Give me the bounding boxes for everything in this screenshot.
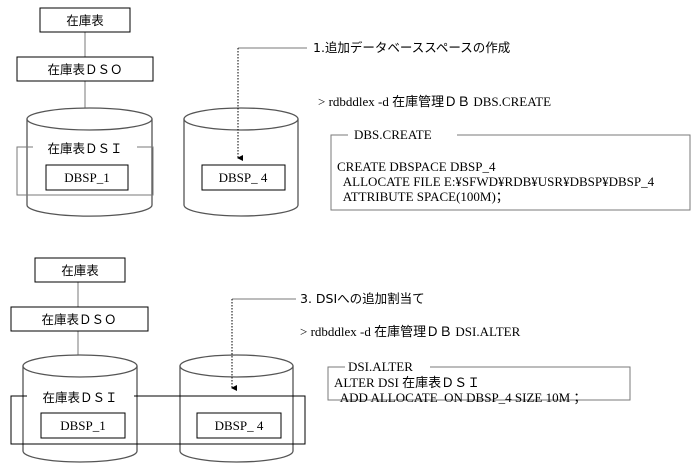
dsi-label: 在庫表ＤＳＩ [47,141,122,156]
step-label: 1.追加データベーススペースの作成 [313,40,510,55]
file-line: ATTRIBUTE SPACE(100M)； [337,189,509,205]
file-box-title: DSI.ALTER [348,359,413,374]
step-label: 3. DSIへの追加割当て [300,291,425,306]
dbspace-4-box [201,164,286,191]
database-cylinder-2 [183,107,299,217]
database-cylinder-2 [179,354,294,463]
table-box [34,257,126,283]
dbspace-1-box [40,412,126,439]
dso-box [10,306,149,332]
dsi-label: 在庫表ＤＳＩ [42,390,117,405]
table-label: 在庫表 [66,13,104,28]
dsi-bracket [10,395,306,445]
dbspace-4-label: DBSP_ 4 [219,170,268,185]
dbspace-1-label: DBSP_1 [64,170,110,185]
panel-create-dbspace: 在庫表 在庫表ＤＳＯ 在庫表ＤＳＩ DBSP_1 DBSP_ 4 1.追加データ… [16,7,691,217]
file-line: ALLOCATE FILE E:¥SFWD¥RDB¥USR¥DBSP¥DBSP_… [337,174,655,189]
dsi-bracket [16,146,154,196]
command-line: > rdbddlex -d 在庫管理ＤＢ DSI.ALTER [300,324,521,339]
file-line: ADD ALLOCATE ON DBSP_4 SIZE 10M ； [334,390,586,406]
table-label: 在庫表 [61,263,99,278]
dbspace-4-label: DBSP_ 4 [215,418,264,433]
dso-label: 在庫表ＤＳＯ [41,312,116,327]
database-cylinder-1 [26,107,153,217]
dbspace-4-box [196,412,282,439]
database-cylinder-1 [22,354,138,463]
table-box [39,7,131,33]
file-box-title: DBS.CREATE [354,127,432,142]
file-line: ALTER DSI 在庫表ＤＳＩ [334,375,480,390]
dbspace-1-label: DBSP_1 [60,418,106,433]
dso-box [16,56,154,82]
command-line: > rdbddlex -d 在庫管理ＤＢ DBS.CREATE [318,94,551,109]
file-box-frame [330,134,691,211]
file-line: CREATE DBSPACE DBSP_4 [337,159,496,174]
dso-label: 在庫表ＤＳＯ [47,62,122,77]
dbspace-1-box [45,164,129,191]
panel-alter-dsi: 在庫表 在庫表ＤＳＯ 在庫表ＤＳＩ DBSP_1 DBSP_ 4 3. DSIへ… [10,257,631,463]
file-box-frame [327,366,631,401]
